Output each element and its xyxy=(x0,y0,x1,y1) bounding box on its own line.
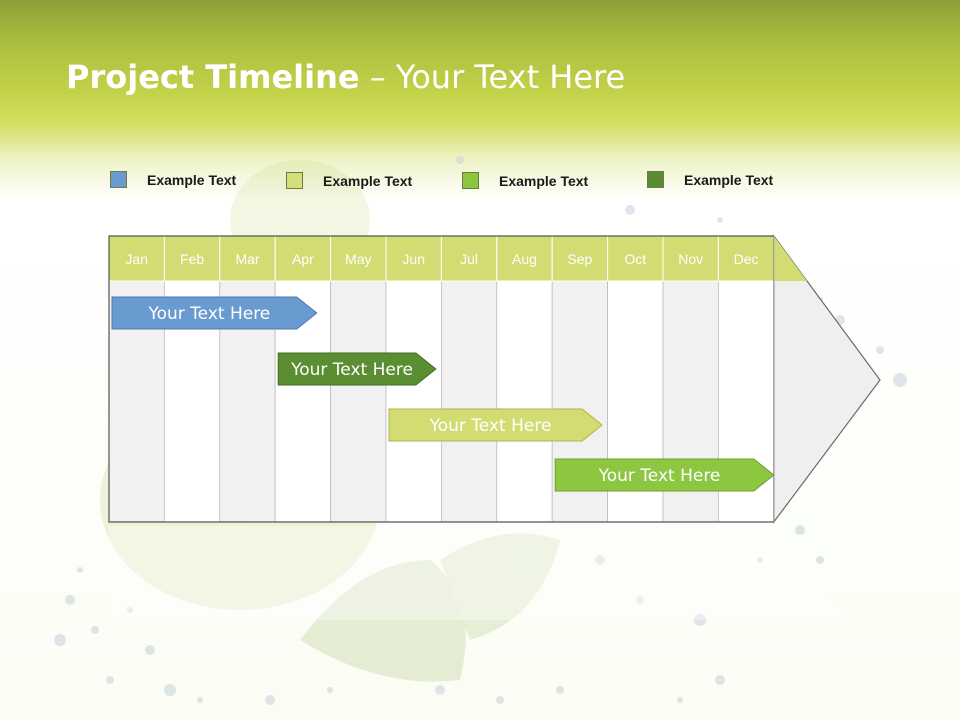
month-label-mar: Mar xyxy=(235,251,259,267)
task-arrow-2 xyxy=(277,352,437,386)
task-label-2: Your Text Here xyxy=(290,360,413,380)
month-label-oct: Oct xyxy=(624,251,646,267)
month-header-aug xyxy=(496,235,553,282)
month-column-aug xyxy=(496,280,553,523)
task-arrow-4 xyxy=(554,458,775,492)
timeline-border xyxy=(108,235,774,523)
month-label-apr: Apr xyxy=(292,251,314,267)
slide-title: Project Timeline – Your Text Here xyxy=(66,58,625,96)
month-header-sep xyxy=(551,235,609,282)
task-label-4: Your Text Here xyxy=(598,466,721,486)
legend-swatch-2 xyxy=(286,172,303,189)
month-header-jun xyxy=(385,235,442,282)
task-arrow-1 xyxy=(111,296,318,330)
month-header-nov xyxy=(662,235,719,282)
legend-label-2: Example Text xyxy=(323,173,413,189)
task-label-3: Your Text Here xyxy=(429,416,552,436)
slide-title-rest: – Your Text Here xyxy=(359,58,626,96)
month-label-feb: Feb xyxy=(180,251,204,267)
legend-swatch-1 xyxy=(110,171,127,188)
month-header-dec xyxy=(717,235,775,282)
month-header-oct xyxy=(607,235,664,282)
legend-swatch-4 xyxy=(647,171,664,188)
legend-swatch-3 xyxy=(462,172,479,189)
month-label-dec: Dec xyxy=(734,251,759,267)
month-column-jul xyxy=(440,280,498,523)
month-label-jan: Jan xyxy=(125,251,148,267)
task-arrow-3 xyxy=(388,408,603,442)
slide-title-bold: Project Timeline xyxy=(66,58,360,96)
timeline-arrow-header xyxy=(773,236,807,281)
month-label-aug: Aug xyxy=(512,251,537,267)
month-label-jun: Jun xyxy=(402,251,425,267)
legend-label-1: Example Text xyxy=(147,172,237,188)
month-label-sep: Sep xyxy=(567,251,592,267)
month-label-nov: Nov xyxy=(678,251,703,267)
legend-label-4: Example Text xyxy=(684,172,774,188)
month-column-jun xyxy=(385,280,442,523)
month-label-may: May xyxy=(345,251,371,267)
month-column-may xyxy=(330,280,387,523)
task-label-1: Your Text Here xyxy=(147,304,270,324)
month-label-jul: Jul xyxy=(460,251,478,267)
timeline-reflection xyxy=(109,526,850,620)
legend-label-3: Example Text xyxy=(499,173,589,189)
